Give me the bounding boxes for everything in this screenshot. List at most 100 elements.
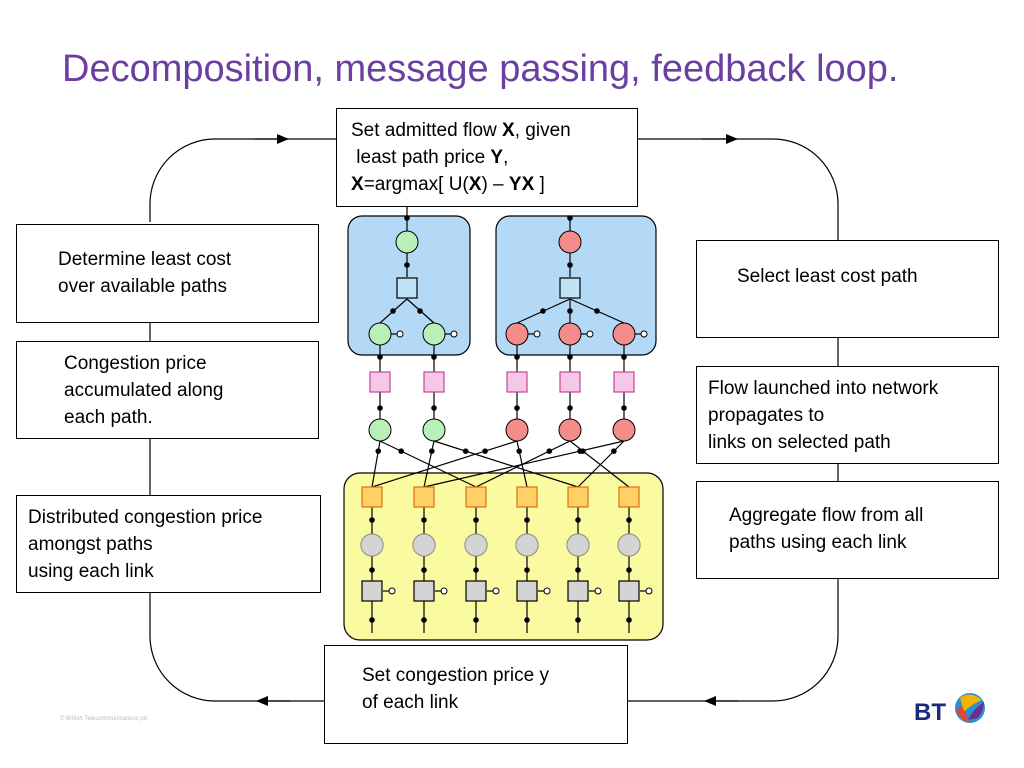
junction-dot — [514, 354, 520, 360]
junction-dot — [621, 405, 627, 411]
admit-text-3c: X — [468, 174, 482, 195]
junction-dot — [567, 215, 573, 221]
junction-dot — [577, 448, 583, 454]
junction-dot — [567, 262, 573, 268]
junction-dot — [421, 617, 427, 623]
junction-dot — [575, 617, 581, 623]
junction-dot — [473, 517, 479, 523]
link-node-outline — [515, 533, 539, 557]
junction-dot — [369, 617, 375, 623]
admit-text-1a: Set admitted flow — [351, 120, 503, 141]
admit-text-1b: X — [502, 120, 515, 141]
congestion-price-box: Congestion price accumulated along each … — [16, 341, 319, 439]
link-node-outline — [464, 533, 488, 557]
distributed-price-line-1: Distributed congestion price — [28, 507, 263, 528]
path-price-square — [369, 371, 391, 393]
aggregate-flow-box: Aggregate flow from all paths using each… — [696, 481, 999, 579]
junction-dot — [404, 262, 410, 268]
distributed-price-box: Distributed congestion price amongst pat… — [16, 495, 321, 593]
link-queue-square — [516, 580, 538, 602]
link-queue-square — [567, 580, 589, 602]
aggregator-square — [396, 277, 418, 299]
path-node — [422, 322, 446, 346]
junction-dot — [429, 448, 435, 454]
path-node — [558, 418, 582, 442]
junction-dot — [404, 215, 410, 221]
junction-dot — [611, 448, 617, 454]
link-queue-square — [465, 580, 487, 602]
congestion-price-line-1: Congestion price — [64, 353, 207, 374]
admit-text-3f: ] — [534, 174, 545, 195]
junction-dot — [375, 448, 382, 454]
loop-arc-bottom-right — [627, 578, 839, 702]
port-circle — [645, 587, 653, 595]
edge-line — [577, 440, 625, 488]
junction-dot — [431, 405, 437, 411]
path-node — [558, 322, 582, 346]
loop-arc-top-left — [149, 138, 336, 222]
junction-dot — [421, 517, 427, 523]
set-congestion-line-1: Set congestion price y — [362, 665, 549, 686]
bt-logo: BT — [914, 693, 985, 726]
junction-dot — [431, 354, 437, 360]
junction-dot — [417, 308, 423, 314]
link-queue-square — [618, 580, 640, 602]
bt-globe-segment-1 — [960, 694, 982, 712]
slide-title: Decomposition, message passing, feedback… — [62, 48, 899, 90]
port-circle — [586, 330, 594, 338]
junction-dot — [421, 567, 427, 573]
junction-dot — [540, 308, 546, 314]
port-circle — [450, 330, 458, 338]
junction-dot — [621, 354, 627, 360]
loop-arc-top-right — [637, 138, 839, 240]
feedback-loop — [149, 134, 839, 706]
link-price-square — [413, 486, 435, 508]
junction-dot — [626, 517, 632, 523]
admit-text-3b: =argmax[ U( — [363, 174, 469, 195]
least-cost-line-2: over available paths — [58, 276, 227, 297]
select-path-box: Select least cost path — [696, 240, 999, 338]
path-price-square — [423, 371, 445, 393]
set-congestion-box: Set congestion price y of each link — [324, 645, 628, 744]
port-circle — [594, 587, 602, 595]
least-cost-line-1: Determine least cost — [58, 249, 232, 270]
loop-arc-bottom-left — [149, 593, 324, 702]
junction-dot — [473, 617, 479, 623]
path-node — [368, 322, 392, 346]
junction-dot — [575, 517, 581, 523]
admit-text-2b: Y — [490, 147, 504, 168]
junction-dot — [626, 617, 632, 623]
path-price-square — [613, 371, 635, 393]
admit-text-2a: least path price — [351, 147, 491, 168]
junction-dot — [524, 567, 530, 573]
admit-text-3e: YX — [508, 174, 535, 195]
link-price-square — [465, 486, 487, 508]
path-price-square — [559, 371, 581, 393]
source-node-red — [558, 230, 582, 254]
port-circle — [543, 587, 551, 595]
link-panel — [343, 472, 664, 641]
link-price-square — [516, 486, 538, 508]
edge-line — [371, 440, 518, 488]
link-node-outline — [617, 533, 641, 557]
junction-dot — [482, 448, 488, 454]
network-graph — [360, 206, 653, 633]
junction-dot — [546, 448, 553, 454]
link-node-outline — [566, 533, 590, 557]
junction-dot — [377, 405, 383, 411]
path-node — [368, 418, 392, 442]
link-price-square — [618, 486, 640, 508]
junction-dot — [377, 354, 383, 360]
junction-dot — [524, 617, 530, 623]
junction-dot — [473, 567, 479, 573]
junction-dot — [594, 308, 600, 314]
junction-dot — [626, 567, 632, 573]
junction-dot — [369, 517, 375, 523]
set-congestion-line-2: of each link — [362, 692, 459, 713]
copyright-notice: © British Telecommunications plc — [60, 716, 149, 722]
source-node-green — [395, 230, 419, 254]
junction-dot — [390, 308, 396, 314]
junction-dot — [462, 448, 469, 454]
edge-line — [423, 440, 625, 488]
